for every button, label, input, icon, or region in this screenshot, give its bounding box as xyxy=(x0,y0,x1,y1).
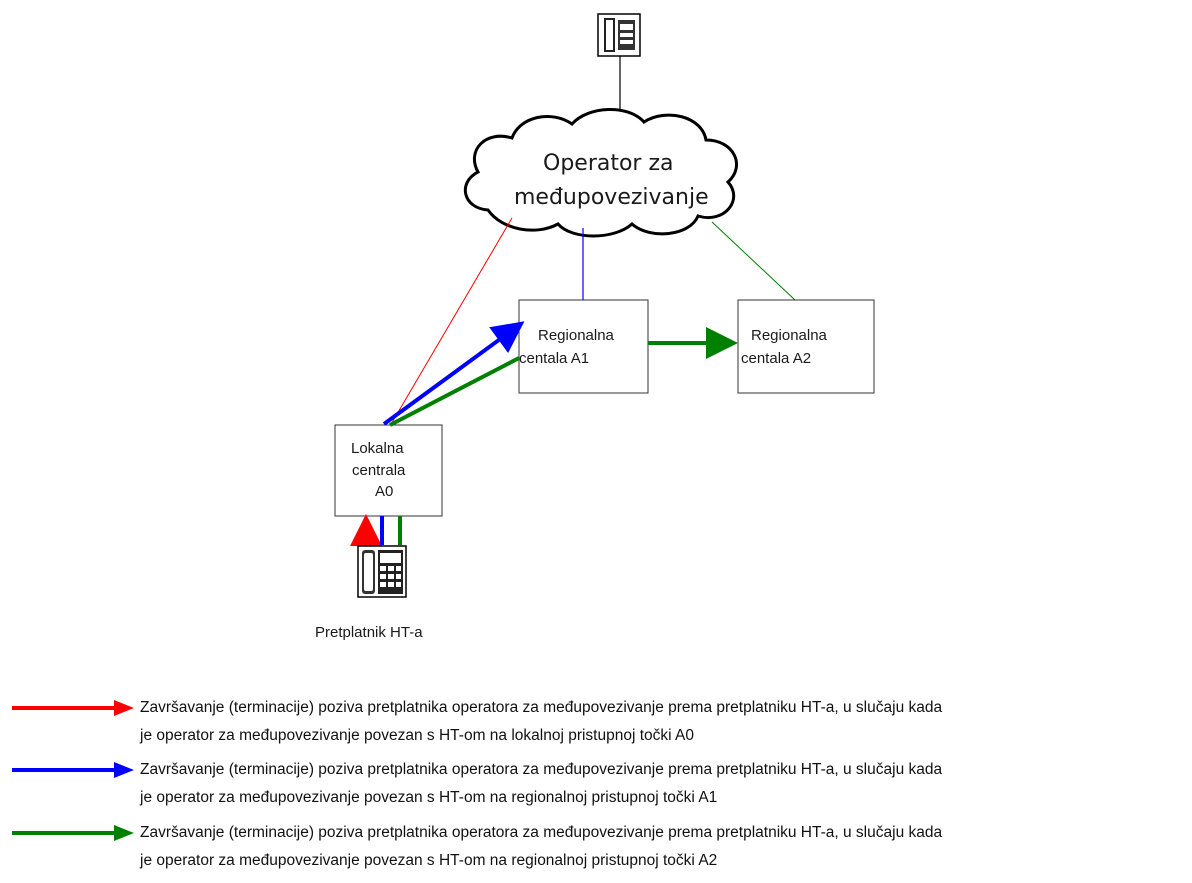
legend-text-line2: je operator za međupovezivanje povezan s… xyxy=(140,727,695,744)
a2-label-line1: Regionalna xyxy=(751,327,828,344)
regional-exchange-a1: Regionalna centala A1 xyxy=(518,299,649,394)
legend-item-red: Završavanje (terminacije) poziva pretpla… xyxy=(0,698,1192,758)
a2-label-line2: centala A2 xyxy=(741,350,811,367)
local-exchange-a0: Lokalna centrala A0 xyxy=(334,424,443,517)
cloud-label-line2: međupovezivanje xyxy=(514,185,709,210)
blue-route-a0-to-a1 xyxy=(382,321,525,426)
a0-label-line2: centrala xyxy=(352,462,406,479)
legend-text-line1: Završavanje (terminacije) poziva pretpla… xyxy=(140,761,943,778)
a0-label-line3: A0 xyxy=(375,483,393,500)
legend-item-green: Završavanje (terminacije) poziva pretpla… xyxy=(0,823,1192,883)
a0-label-line1: Lokalna xyxy=(351,440,404,457)
telephone-icon xyxy=(597,13,641,57)
legend-arrow-red xyxy=(12,700,134,716)
a1-label-line2: centala A1 xyxy=(519,350,589,367)
legend-text-line1: Završavanje (terminacije) poziva pretpla… xyxy=(140,699,943,716)
legend-text-line2: je operator za međupovezivanje povezan s… xyxy=(140,789,718,806)
legend-item-blue: Završavanje (terminacije) poziva pretpla… xyxy=(0,760,1192,820)
legend-text-line2: je operator za međupovezivanje povezan s… xyxy=(140,852,718,869)
desk-phone-icon xyxy=(357,545,407,598)
legend-arrow-green xyxy=(12,825,134,841)
cloud-to-a0-link xyxy=(389,217,513,427)
legend-text-red: Završavanje (terminacije) poziva pretpla… xyxy=(140,694,1188,750)
interconnect-operator-cloud: Operator za međupovezivanje xyxy=(463,108,739,238)
a1-label-line1: Regionalna xyxy=(538,327,615,344)
cloud-to-a2-link xyxy=(711,221,796,301)
legend-text-blue: Završavanje (terminacije) poziva pretpla… xyxy=(140,756,1188,812)
subscriber-label: Pretplatnik HT-a xyxy=(315,624,423,641)
green-route-a0-to-a1 xyxy=(389,356,520,427)
legend-text-line1: Završavanje (terminacije) poziva pretpla… xyxy=(140,824,943,841)
legend-text-green: Završavanje (terminacije) poziva pretpla… xyxy=(140,819,1188,875)
regional-exchange-a2: Regionalna centala A2 xyxy=(737,299,875,394)
legend-arrow-blue xyxy=(12,762,134,778)
cloud-label-line1: Operator za xyxy=(543,151,674,176)
